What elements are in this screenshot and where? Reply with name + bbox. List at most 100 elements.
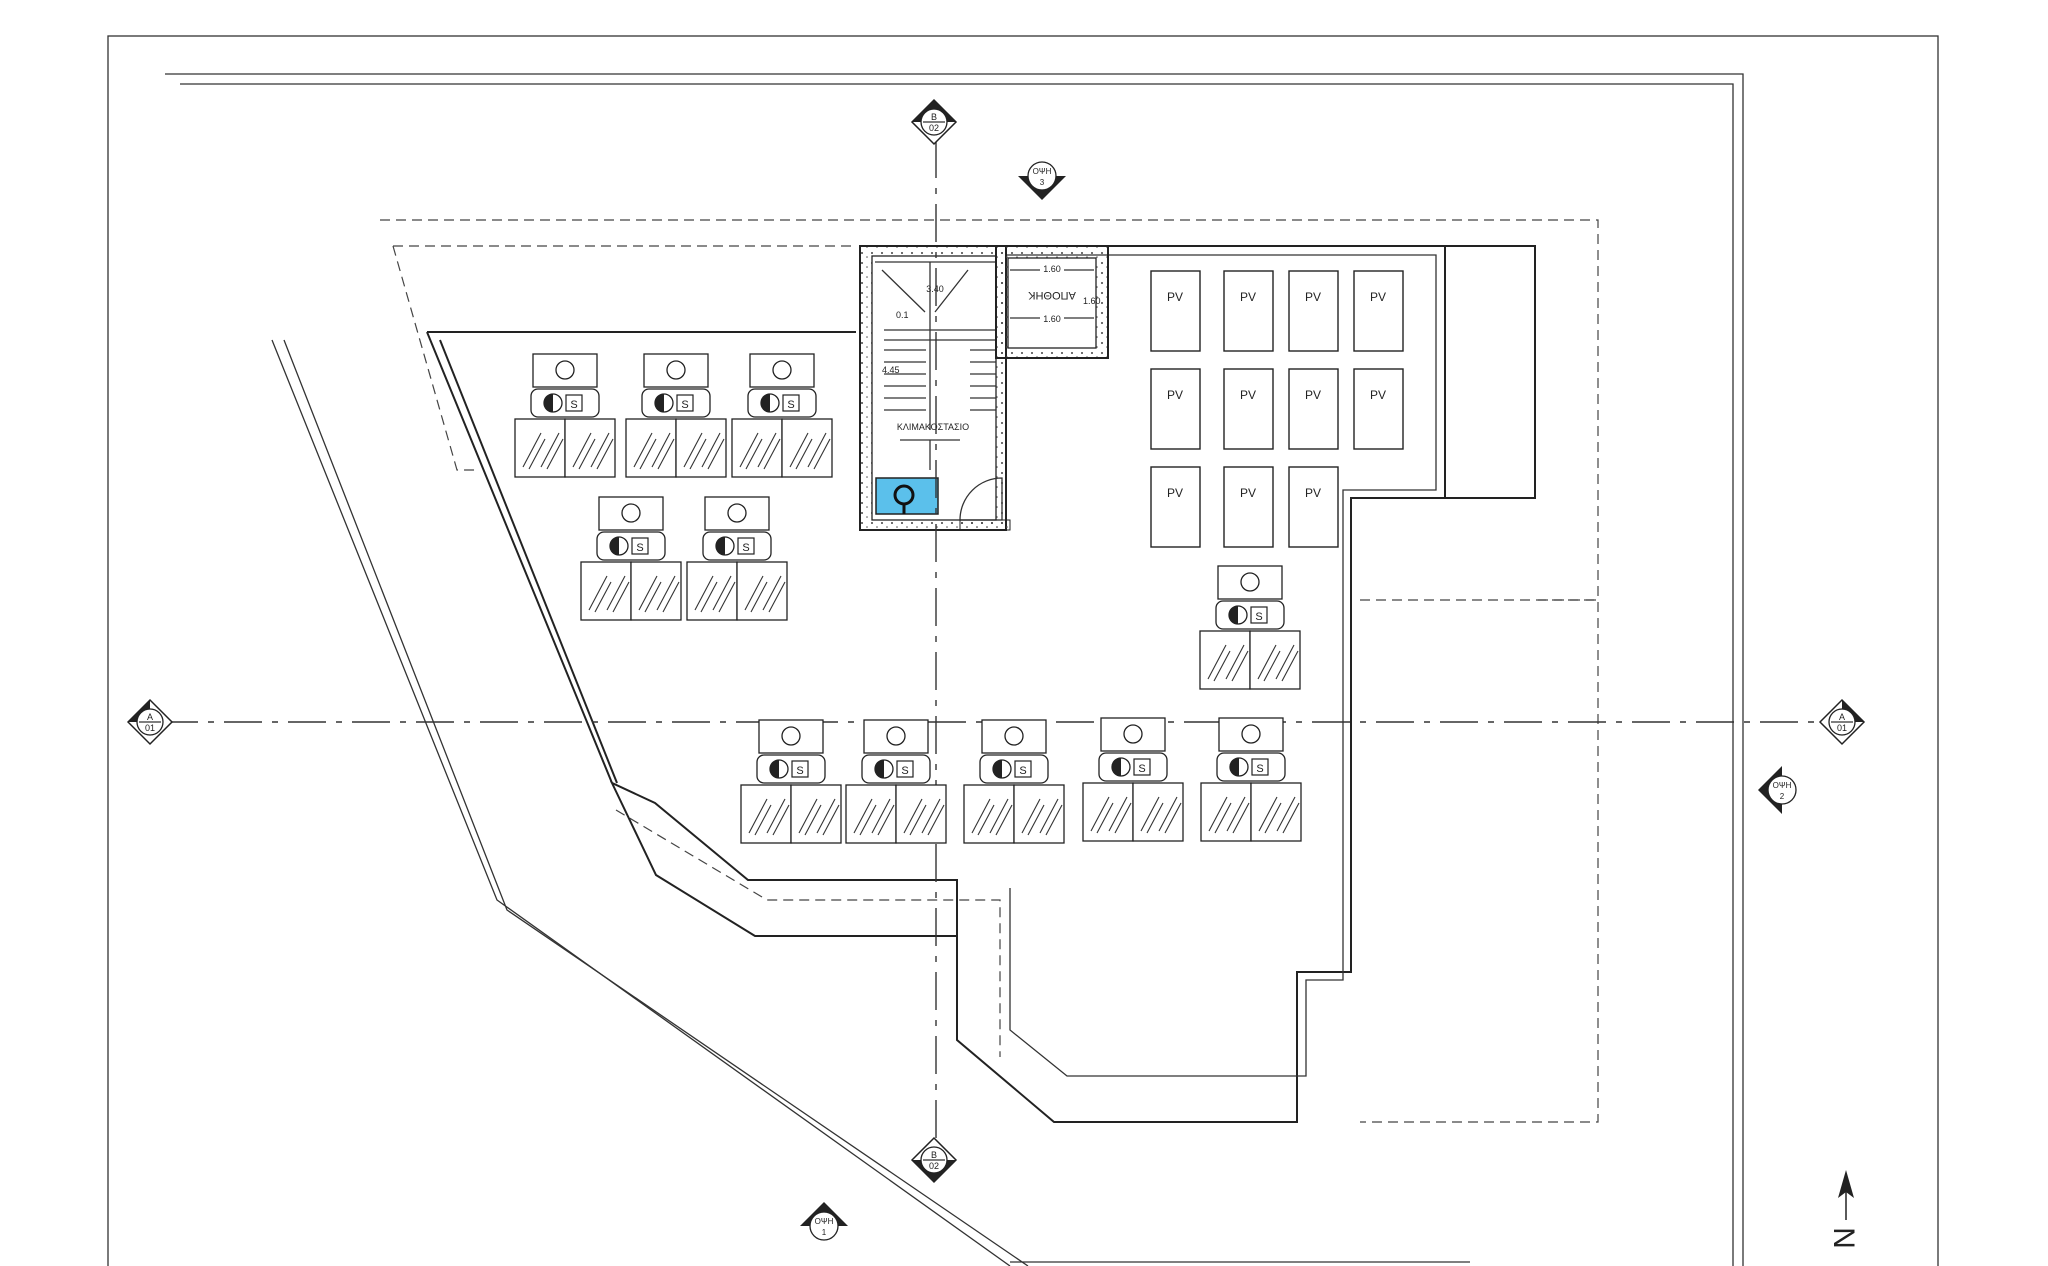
svg-text:02: 02	[929, 123, 939, 133]
pv-panel: PV	[1223, 270, 1274, 352]
pv-panel-label: PV	[1305, 388, 1321, 402]
tank-dim-bottom: 1.60	[1043, 314, 1061, 324]
stair-treads	[875, 261, 996, 470]
plot-boundary-inner	[180, 83, 1734, 1266]
pv-panel-label: PV	[1370, 290, 1386, 304]
plot-boundary-outer	[165, 73, 1744, 1266]
fan-icon	[875, 760, 884, 778]
side-block	[1445, 245, 1536, 499]
elevation-marker-right: ΟΨΗ 2	[1758, 766, 1797, 814]
roof-parapet-outer	[427, 245, 1446, 1123]
fan-icon	[544, 394, 553, 412]
solar-collector	[781, 418, 833, 478]
svg-text:B: B	[931, 1150, 937, 1160]
svg-text:ΟΨΗ: ΟΨΗ	[815, 1217, 834, 1226]
unit-symbol-label: S	[742, 542, 749, 554]
pv-panel-label: PV	[1370, 388, 1386, 402]
pv-panel-label: PV	[1240, 388, 1256, 402]
pv-panel: PV	[1223, 466, 1274, 548]
unit-symbol-label: S	[796, 765, 803, 777]
north-arrow-icon: N	[1827, 1170, 1860, 1249]
elevation-marker-bottom: ΟΨΗ 1	[800, 1202, 848, 1241]
roof-overhang-outline	[380, 219, 1599, 601]
hvac-unit: S	[580, 496, 682, 621]
unit-symbol-label: S	[1019, 765, 1026, 777]
hvac-unit: S	[686, 496, 788, 621]
solar-collector	[1082, 782, 1134, 842]
stair-label: ΚΛΙΜΑΚΟΣΤΑΣΙΟ	[897, 422, 969, 432]
roof-parapet-west-outer	[426, 331, 613, 784]
roof-parapet-west	[439, 339, 618, 784]
elevation-marker-top: ΟΨΗ 3	[1018, 161, 1066, 200]
section-marker-a-right: A 01	[1818, 698, 1866, 746]
svg-text:01: 01	[1837, 723, 1847, 733]
unit-symbol-label: S	[681, 399, 688, 411]
section-marker-b-bottom: B 02	[910, 1136, 958, 1184]
terrace-dashed-line	[615, 809, 1001, 1057]
pv-panel: PV	[1288, 270, 1339, 352]
svg-text:ΟΨΗ: ΟΨΗ	[1773, 781, 1792, 790]
unit-symbol-label: S	[1256, 763, 1263, 775]
stair-dim-top: 3.40	[926, 284, 944, 294]
pv-panel: PV	[1150, 466, 1201, 548]
pv-panel-label: PV	[1167, 290, 1183, 304]
svg-text:B: B	[931, 112, 937, 122]
pv-panel-label: PV	[1305, 290, 1321, 304]
pv-panel-label: PV	[1305, 486, 1321, 500]
tank-dim-side: 1.60	[1083, 296, 1101, 306]
pv-panel-array: PV PV PV PV PV PV PV PV PV PV PV	[1150, 270, 1404, 548]
unit-symbol-label: S	[1138, 763, 1145, 775]
unit-symbol-label: S	[787, 399, 794, 411]
hvac-unit: S	[740, 719, 842, 844]
hvac-unit: S	[1199, 565, 1301, 690]
pv-panel-label: PV	[1167, 388, 1183, 402]
fan-icon	[761, 394, 770, 412]
pv-panel: PV	[1150, 368, 1201, 450]
svg-text:1: 1	[822, 1228, 827, 1237]
tank-dim-top: 1.60	[1043, 264, 1061, 274]
pv-panel-label: PV	[1240, 290, 1256, 304]
unit-symbol-label: S	[1255, 611, 1262, 623]
svg-text:2: 2	[1780, 792, 1785, 801]
hvac-unit: S	[963, 719, 1065, 844]
hvac-unit: S	[845, 719, 947, 844]
svg-text:02: 02	[929, 1161, 939, 1171]
svg-text:A: A	[147, 712, 153, 722]
pv-panel: PV	[1288, 368, 1339, 450]
door-swing	[959, 477, 1003, 521]
stair-interior	[871, 255, 997, 521]
pv-panel: PV	[1353, 270, 1404, 352]
fan-icon	[993, 760, 1002, 778]
north-label: N	[1827, 1227, 1860, 1249]
stair-dim-a: 0.1	[896, 310, 909, 320]
pv-panel: PV	[1223, 368, 1274, 450]
svg-text:01: 01	[145, 723, 155, 733]
hvac-unit: S	[514, 353, 616, 478]
svg-text:A: A	[1839, 712, 1845, 722]
pv-panel: PV	[1150, 270, 1201, 352]
unit-symbol-label: S	[901, 765, 908, 777]
pv-panel: PV	[1288, 466, 1339, 548]
pv-panel-label: PV	[1240, 486, 1256, 500]
svg-text:ΟΨΗ: ΟΨΗ	[1033, 167, 1052, 176]
highlighted-fixture[interactable]	[875, 477, 939, 515]
unit-symbol-label: S	[570, 399, 577, 411]
svg-text:3: 3	[1040, 178, 1045, 187]
fan-icon	[610, 537, 619, 555]
fan-icon	[1112, 758, 1121, 776]
site-edge-outer	[271, 339, 1011, 1266]
hvac-unit-array: S S S S S S S S S S S	[514, 353, 1302, 844]
pv-panel: PV	[1353, 368, 1404, 450]
site-edge-inner	[283, 339, 1029, 1266]
lower-roof-outline	[1360, 599, 1599, 1123]
hvac-unit: S	[625, 353, 727, 478]
hvac-unit: S	[731, 353, 833, 478]
stair-dim-b: 4.45	[882, 365, 900, 375]
section-marker-a-left: A 01	[126, 698, 174, 746]
solar-collector	[675, 418, 727, 478]
pv-panel-label: PV	[1167, 486, 1183, 500]
fan-icon	[655, 394, 664, 412]
fan-icon	[1229, 606, 1238, 624]
section-marker-b-top: B 02	[910, 98, 958, 146]
